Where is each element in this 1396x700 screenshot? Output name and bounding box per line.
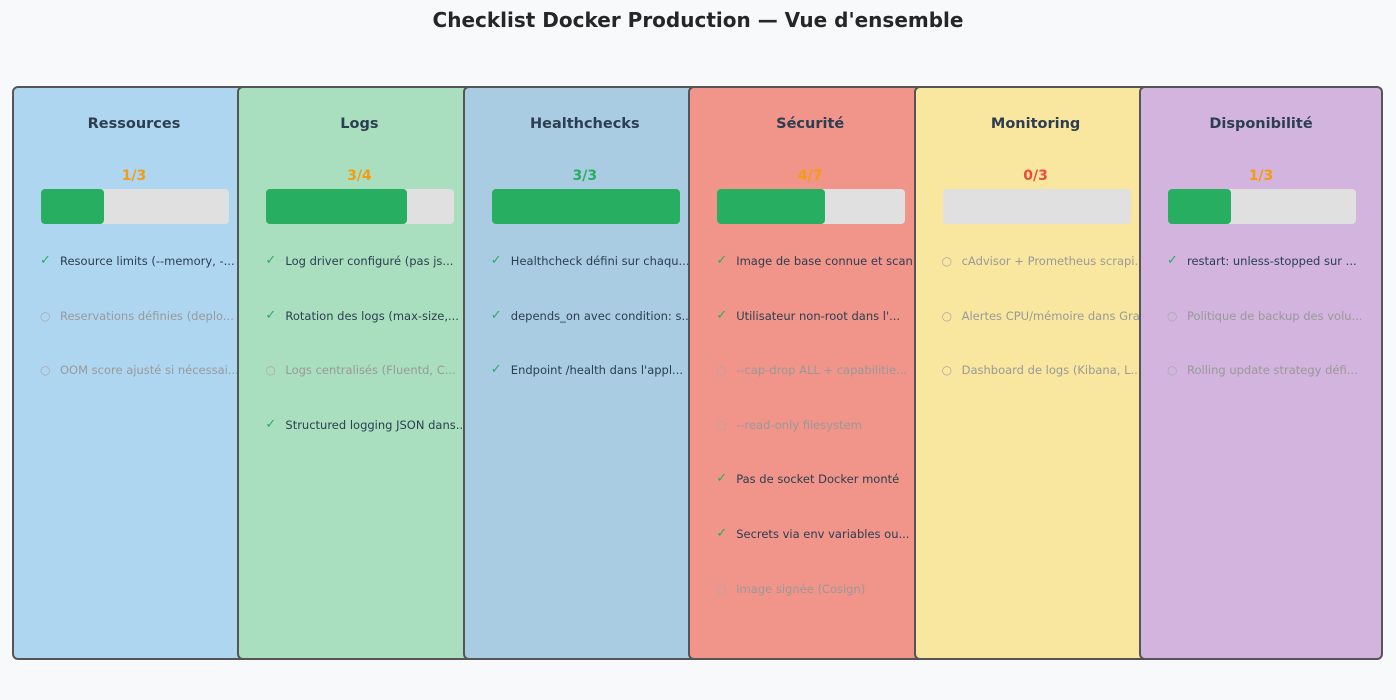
check-icon: ✓ xyxy=(490,362,502,378)
progress-fill xyxy=(717,189,825,224)
empty-circle-icon: ○ xyxy=(716,581,727,596)
progress-fill xyxy=(41,189,104,224)
check-icon: ✓ xyxy=(716,471,728,487)
empty-circle-icon: ○ xyxy=(40,363,51,378)
progress-fill xyxy=(266,189,408,224)
checklist-item-label: Politique de backup des volu... xyxy=(1187,308,1363,323)
checklist-item-label: Log driver configuré (pas js... xyxy=(285,254,454,268)
progress-track xyxy=(1168,189,1356,224)
check-icon: ✓ xyxy=(490,253,502,268)
checklist-item-label: Pas de socket Docker monté xyxy=(736,472,900,487)
check-icon: ✓ xyxy=(265,253,277,268)
category-score: 3/3 xyxy=(572,168,598,184)
empty-circle-icon: ○ xyxy=(941,308,953,323)
checklist-item-label: Rotation des logs (max-size,... xyxy=(285,308,459,323)
checklist-item-label: Image signée (Cosign) xyxy=(736,581,866,596)
check-icon: ✓ xyxy=(265,307,277,323)
checklist-item-label: --cap-drop ALL + capabilitie... xyxy=(736,363,908,378)
checklist-item-label: Endpoint /health dans l'appl... xyxy=(510,363,684,378)
checklist-item-label: Alertes CPU/mémoire dans Gra... xyxy=(961,308,1151,323)
empty-circle-icon: ○ xyxy=(716,363,727,378)
checklist-item-label: Healthcheck défini sur chaqu... xyxy=(510,254,690,268)
checklist-item-label: Resource limits (--memory, -... xyxy=(60,254,235,268)
category-score: 1/3 xyxy=(121,168,147,184)
checklist-item-label: Rolling update strategy défi... xyxy=(1187,363,1358,378)
checklist-item-label: Reservations définies (deplo... xyxy=(60,308,234,323)
category-score: 3/4 xyxy=(347,168,372,184)
check-icon: ✓ xyxy=(490,307,502,323)
category-panel: Monitoring 0/3 ○ cAdvisor + Prometheus scra… xyxy=(913,86,1158,660)
checklist-item-label: depends_on avec condition: s... xyxy=(510,308,693,323)
progress-track xyxy=(717,189,906,224)
category-panel: Healthchecks 3/3 ✓ Healthcheck défini sur c… xyxy=(462,86,707,660)
empty-circle-icon: ○ xyxy=(265,363,276,378)
category-title: Logs xyxy=(340,116,379,132)
empty-circle-icon: ○ xyxy=(40,308,51,323)
category-score: 4/7 xyxy=(797,168,823,184)
empty-circle-icon: ○ xyxy=(1167,363,1178,378)
progress-track xyxy=(266,189,455,224)
checklist-item-label: Dashboard de logs (Kibana, L... xyxy=(961,363,1142,378)
empty-circle-icon: ○ xyxy=(941,254,953,268)
progress-fill xyxy=(491,189,680,224)
category-title: Ressources xyxy=(87,116,181,132)
checklist-item-label: restart: unless-stopped sur ... xyxy=(1187,254,1357,268)
checklist-item-label: Structured logging JSON dans... xyxy=(285,417,467,432)
checklist-item-label: Utilisateur non-root dans l'... xyxy=(736,308,901,323)
progress-track xyxy=(41,189,229,224)
progress-fill xyxy=(1168,189,1231,224)
category-score: 1/3 xyxy=(1248,168,1274,184)
empty-circle-icon: ○ xyxy=(1167,308,1178,323)
empty-circle-icon: ○ xyxy=(941,363,953,378)
checklist-item-label: Image de base connue et scan... xyxy=(736,254,924,268)
chart-title: Checklist Docker Production — Vue d'ense… xyxy=(432,8,964,32)
progress-track xyxy=(942,189,1131,224)
category-panel: Disponibilité 1/3 ✓ restart: unless-stopped… xyxy=(1139,86,1383,660)
check-icon: ✓ xyxy=(716,307,728,323)
checklist-item-label: Logs centralisés (Fluentd, C... xyxy=(285,363,456,378)
check-icon: ✓ xyxy=(716,526,728,541)
check-icon: ✓ xyxy=(40,253,51,268)
check-icon: ✓ xyxy=(265,416,277,432)
checklist-item-label: Secrets via env variables ou... xyxy=(736,527,910,541)
checklist-item-label: OOM score ajusté si nécessai... xyxy=(60,363,239,378)
category-title: Monitoring xyxy=(990,116,1081,132)
category-score: 0/3 xyxy=(1023,168,1048,184)
category-title: Disponibilité xyxy=(1209,116,1313,132)
category-panel: Sécurité 4/7 ✓ Image de base connue et scan… xyxy=(688,86,933,660)
category-title: Healthchecks xyxy=(529,116,640,132)
empty-circle-icon: ○ xyxy=(716,417,727,432)
category-panel: Ressources 1/3 ✓ Resource limits (--memory,… xyxy=(12,86,256,660)
category-title: Sécurité xyxy=(776,116,845,132)
checklist-item-label: --read-only filesystem xyxy=(736,417,862,432)
check-icon: ✓ xyxy=(1167,253,1178,268)
check-icon: ✓ xyxy=(716,253,728,268)
category-panel: Logs 3/4 ✓ Log driver configuré (pas js... ✓… xyxy=(237,86,482,660)
progress-track xyxy=(491,189,680,224)
checklist-item-label: cAdvisor + Prometheus scrapi... xyxy=(961,254,1146,268)
